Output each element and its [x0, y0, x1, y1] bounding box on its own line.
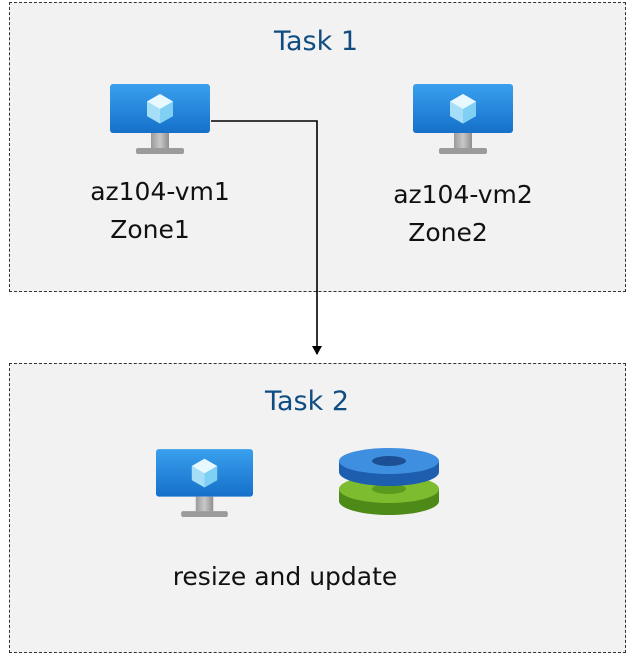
- task-1-title: Task 1: [273, 26, 359, 57]
- task-2-caption: resize and update: [172, 562, 398, 591]
- disk-top-layer: [339, 448, 439, 486]
- vm2-name: az104-vm2: [393, 180, 533, 209]
- virtual-machine-icon: [156, 448, 253, 520]
- task-2-panel: [9, 363, 626, 653]
- virtual-machine-icon: [110, 84, 210, 156]
- virtual-machine-icon: [413, 84, 513, 156]
- vm1-zone: Zone1: [110, 215, 190, 244]
- task-2-title: Task 2: [264, 386, 350, 417]
- vm2-zone: Zone2: [408, 218, 488, 247]
- managed-disk-icon: [339, 448, 439, 515]
- vm1-name: az104-vm1: [90, 177, 230, 206]
